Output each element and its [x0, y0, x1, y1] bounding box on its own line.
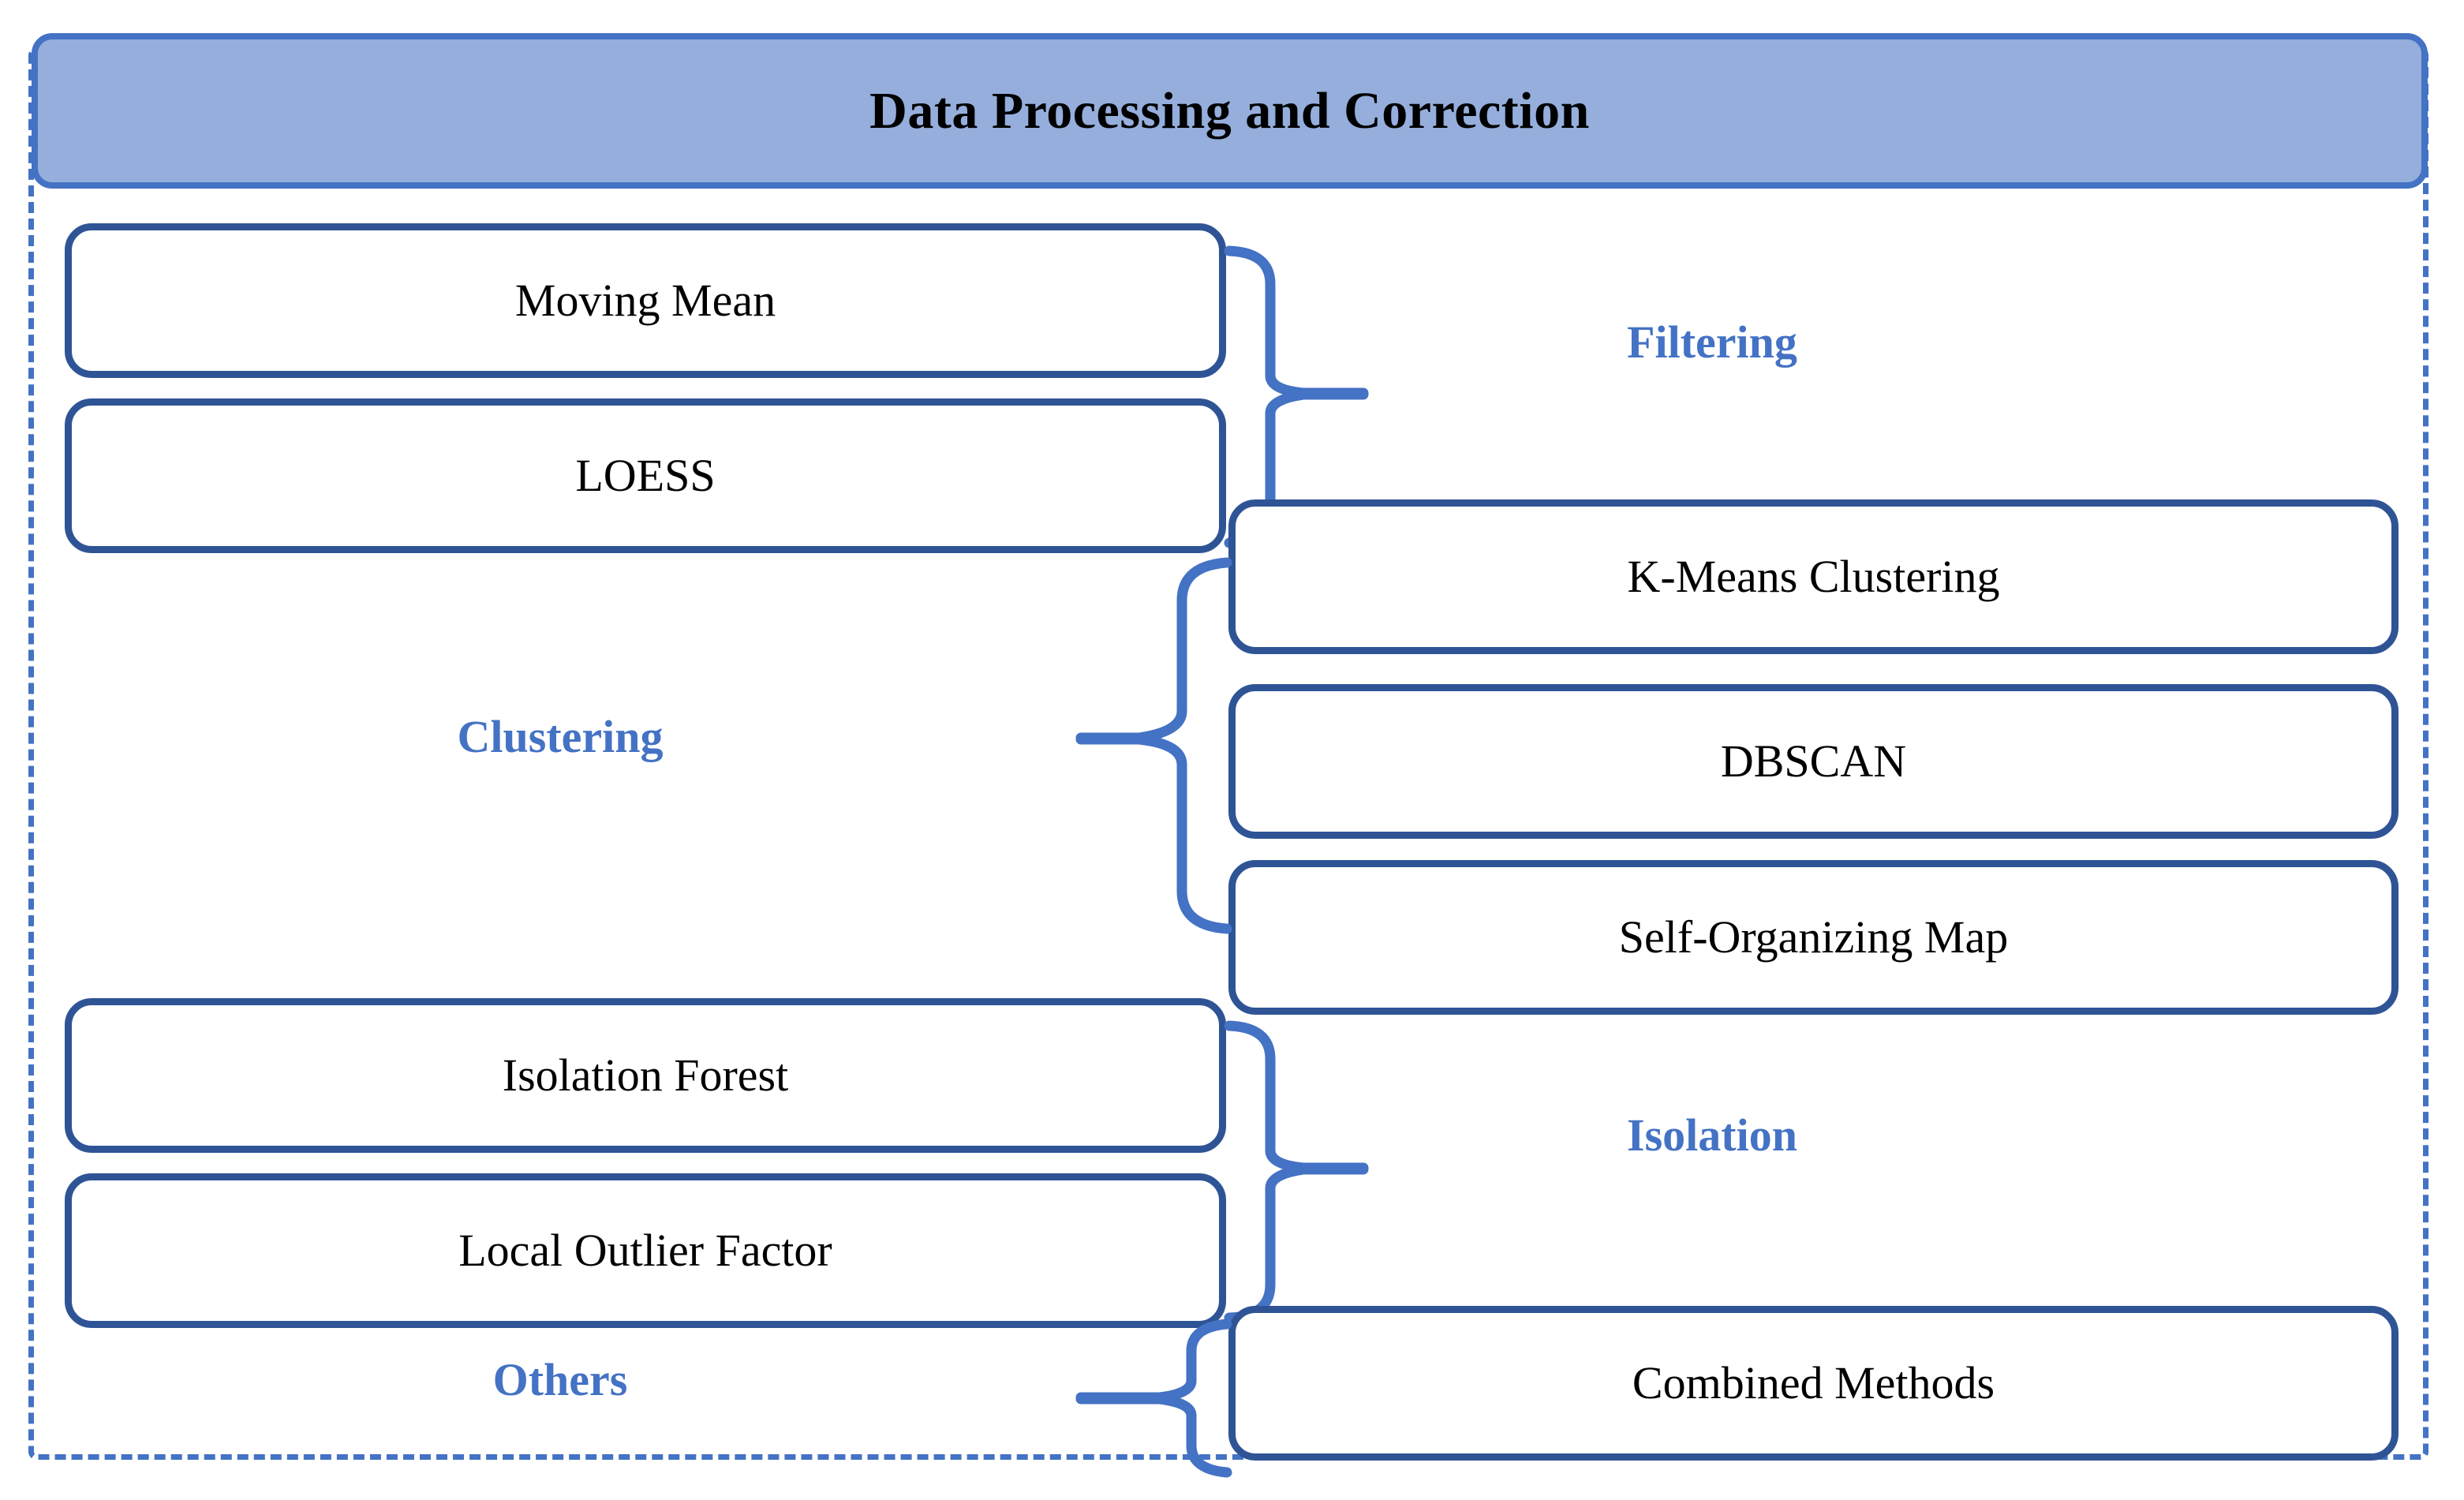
node-label: Local Outlier Factor — [458, 1225, 832, 1276]
node-combined-methods[interactable]: Combined Methods — [1228, 1306, 2399, 1461]
node-isolation-forest[interactable]: Isolation Forest — [65, 998, 1226, 1153]
category-label-isolation: Isolation — [1627, 1109, 1797, 1161]
node-moving-mean[interactable]: Moving Mean — [65, 223, 1226, 378]
page-title: Data Processing and Correction — [869, 81, 1590, 140]
node-local-outlier-factor[interactable]: Local Outlier Factor — [65, 1173, 1226, 1328]
node-label: LOESS — [575, 450, 716, 501]
node-self-organizing-map[interactable]: Self-Organizing Map — [1228, 860, 2399, 1015]
header-banner: Data Processing and Correction — [32, 33, 2428, 189]
category-label-clustering: Clustering — [457, 711, 664, 762]
node-loess[interactable]: LOESS — [65, 398, 1226, 553]
node-label: Combined Methods — [1632, 1357, 1995, 1408]
node-label: Moving Mean — [514, 275, 776, 326]
node-label: Isolation Forest — [502, 1049, 789, 1101]
category-label-filtering: Filtering — [1627, 316, 1797, 368]
brace-others — [1073, 1319, 1247, 1478]
category-label-others: Others — [492, 1354, 628, 1405]
brace-isolation — [1221, 1018, 1379, 1334]
node-dbscan[interactable]: DBSCAN — [1228, 684, 2399, 839]
node-label: DBSCAN — [1720, 735, 1907, 787]
node-label: Self-Organizing Map — [1618, 911, 2009, 963]
node-label: K-Means Clustering — [1627, 551, 2000, 602]
brace-clustering — [1075, 556, 1254, 935]
node-kmeans-clustering[interactable]: K-Means Clustering — [1228, 499, 2399, 654]
